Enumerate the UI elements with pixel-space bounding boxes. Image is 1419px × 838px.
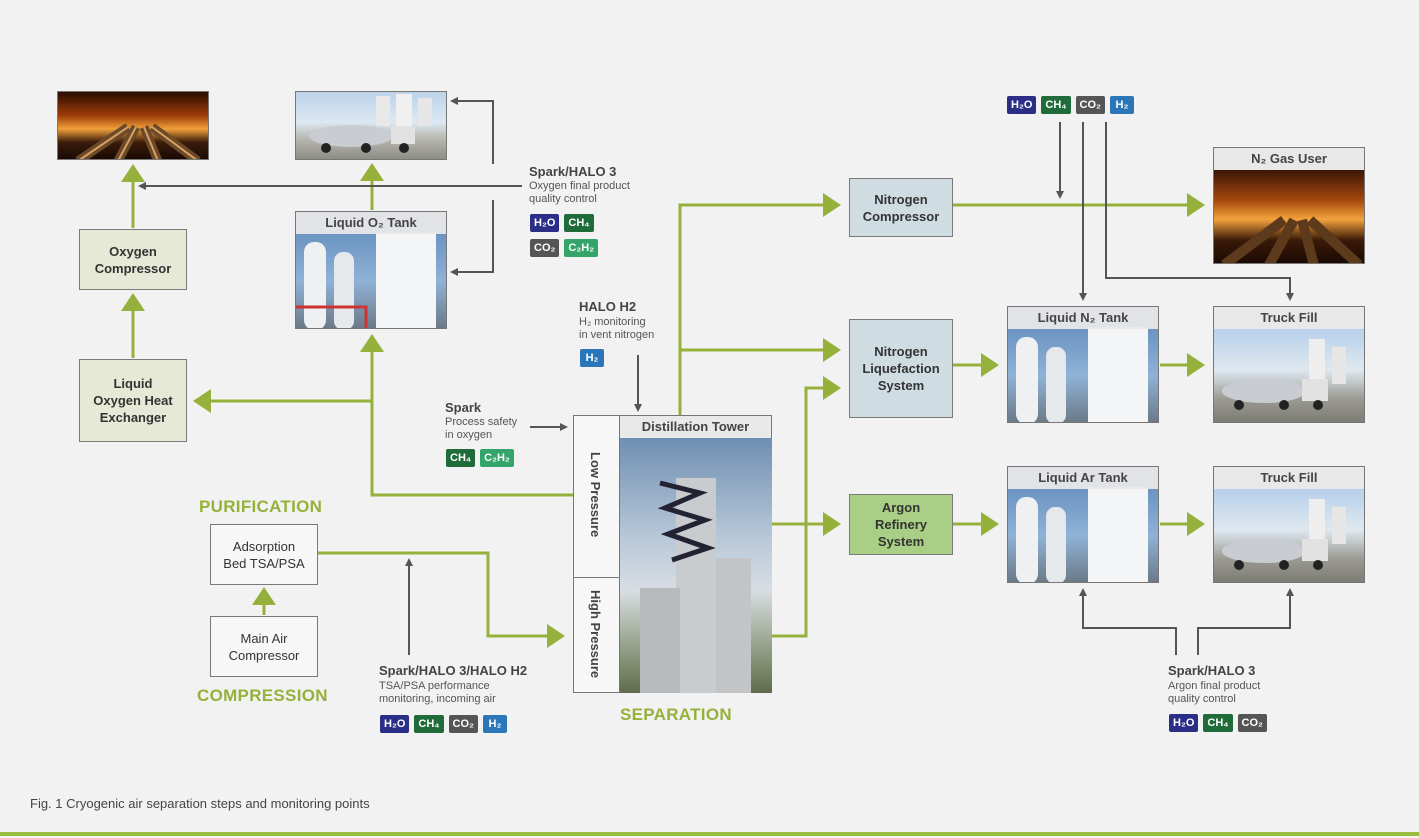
badge-co2: CO₂ (1075, 96, 1105, 114)
badge-ch4: CH₄ (414, 715, 444, 733)
tank-icon (296, 232, 436, 328)
halo-h2-desc: H₂ monitoring in vent nitrogen (579, 316, 655, 341)
high-pressure-section: High Pressure (574, 577, 620, 693)
flow-tower-to-n2-compressor (678, 193, 841, 415)
argon-final-desc: Argon final product quality control (1168, 680, 1261, 705)
badge-h2: H₂ (482, 715, 507, 733)
stage-purification: PURIFICATION (199, 497, 323, 516)
badge-c2h2: C₂H₂ (564, 239, 599, 257)
tsa-psa-desc: TSA/PSA performance monitoring, incoming… (379, 680, 496, 705)
n2-top-badges: H₂O CH₄ CO₂ H₂ (1007, 96, 1134, 114)
n2-gas-user-label: N₂ Gas User (1214, 148, 1364, 170)
oxygen-compressor-box: Oxygen Compressor (79, 229, 187, 290)
liquid-ar-tank-label: Liquid Ar Tank (1008, 467, 1158, 489)
mon-n2-to-truck (1105, 122, 1294, 301)
nitrogen-liquefaction-box: Nitrogen Liquefaction System (849, 319, 953, 418)
badge-ch4: CH₄ (1203, 714, 1233, 732)
pipeline-icon (1221, 216, 1363, 263)
low-pressure-label: Low Pressure (588, 452, 603, 538)
mon-o2-to-tank (450, 200, 494, 276)
badge-h2o: H₂O (1007, 96, 1037, 114)
badge-c2h2: C₂H₂ (480, 449, 514, 467)
halo-h2-badges: H₂ (580, 349, 604, 367)
o2-final-desc: Oxygen final product quality control (529, 180, 630, 205)
o2-truck-photo (295, 91, 447, 160)
product-flow-lines (121, 163, 1205, 648)
high-pressure-label: High Pressure (588, 590, 603, 679)
monitoring-lines (138, 97, 1294, 655)
tanker-truck-icon (1222, 499, 1346, 570)
badge-co2: CO₂ (448, 715, 478, 733)
badge-ch4: CH₄ (1041, 96, 1071, 114)
badge-co2: CO₂ (530, 239, 560, 257)
badge-h2o: H₂O (1169, 714, 1199, 732)
halo-h2-title: HALO H2 (579, 299, 637, 314)
spark-badges: CH₄ C₂H₂ (446, 449, 514, 467)
badge-co2: CO₂ (1237, 714, 1267, 732)
o2-gas-user-photo (57, 91, 209, 160)
tanker-truck-icon (1222, 339, 1346, 410)
badge-ch4: CH₄ (446, 449, 476, 467)
argon-final-title: Spark/HALO 3 (1168, 663, 1256, 678)
badge-ch4: CH₄ (564, 214, 594, 232)
badge-h2: H₂ (1109, 96, 1134, 114)
low-pressure-section: Low Pressure (574, 416, 620, 577)
stage-separation: SEPARATION (620, 705, 732, 724)
truck-fill-n2-photo: Truck Fill (1213, 306, 1365, 423)
flow-hp-to-liquefaction (772, 376, 841, 638)
mon-ar-to-tank (1079, 588, 1177, 655)
main-air-compressor-box: Main Air Compressor (210, 616, 318, 677)
stage-compression: COMPRESSION (197, 686, 328, 705)
pipeline-icon (75, 123, 201, 159)
n2-gas-user-photo: N₂ Gas User (1213, 147, 1365, 264)
tower-icon (640, 478, 751, 693)
mon-o2-to-truck (450, 97, 494, 164)
distillation-tower: Low Pressure High Pressure Distillation … (573, 415, 772, 693)
distillation-tower-label: Distillation Tower (620, 416, 771, 438)
tsa-psa-badges: H₂O CH₄ CO₂ H₂ (380, 715, 507, 733)
spark-title: Spark (445, 400, 482, 415)
o2-final-badges-row2: CO₂ C₂H₂ (530, 239, 599, 257)
o2-final-title: Spark/HALO 3 (529, 164, 617, 179)
tsa-psa-title: Spark/HALO 3/HALO H2 (379, 663, 528, 678)
tower-photo (620, 438, 772, 693)
badge-h2: H₂ (580, 349, 604, 367)
truck-fill-ar-label: Truck Fill (1214, 467, 1364, 489)
bottom-rule (0, 832, 1419, 836)
badge-h2o: H₂O (380, 715, 410, 733)
mon-ar-to-truck (1197, 588, 1294, 655)
liquid-n2-tank-photo: Liquid N₂ Tank (1007, 306, 1159, 423)
tank-icon (1016, 327, 1148, 422)
tank-icon (1016, 487, 1148, 582)
nitrogen-compressor-box: Nitrogen Compressor (849, 178, 953, 237)
liquid-o2-tank-label: Liquid O₂ Tank (296, 212, 446, 234)
flow-adsorption-to-hp (318, 551, 565, 648)
lox-heat-exchanger-box: Liquid Oxygen Heat Exchanger (79, 359, 187, 442)
liquid-ar-tank-photo: Liquid Ar Tank (1007, 466, 1159, 583)
figure-caption: Fig. 1 Cryogenic air separation steps an… (30, 796, 370, 811)
liquid-n2-tank-label: Liquid N₂ Tank (1008, 307, 1158, 329)
liquid-o2-tank-photo: Liquid O₂ Tank (295, 211, 447, 329)
badge-h2o: H₂O (530, 214, 560, 232)
truck-fill-n2-label: Truck Fill (1214, 307, 1364, 329)
truck-fill-ar-photo: Truck Fill (1213, 466, 1365, 583)
spark-desc: Process safety in oxygen (445, 416, 518, 441)
o2-final-badges-row1: H₂O CH₄ (530, 214, 594, 232)
adsorption-bed-box: Adsorption Bed TSA/PSA (210, 524, 318, 585)
flow-lp-to-lox (360, 334, 573, 497)
tanker-truck-icon (309, 94, 432, 153)
argon-final-badges: H₂O CH₄ CO₂ (1169, 714, 1267, 732)
argon-refinery-box: Argon Refinery System (849, 494, 953, 555)
